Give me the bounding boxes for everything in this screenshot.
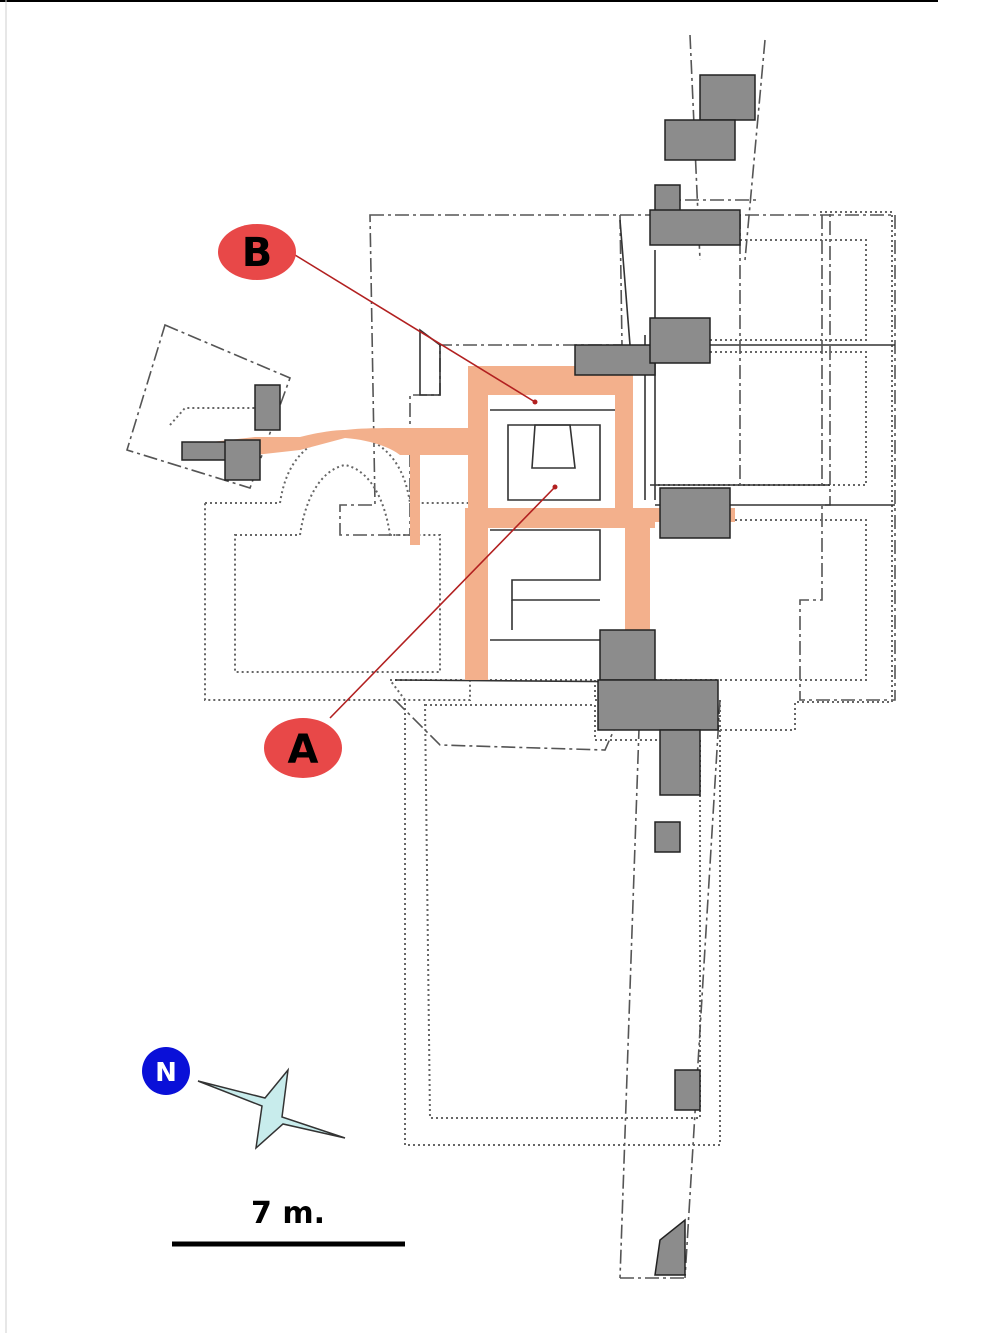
ruin-south-6: [654, 1218, 686, 1276]
east-dotted-perimeter: [720, 211, 893, 731]
ruin-south-5: [674, 1069, 701, 1111]
west-annex-outline: [126, 323, 292, 489]
ruin-central-2: [649, 317, 711, 364]
south-block-inner: [423, 704, 701, 1119]
apse-building-inner: [234, 463, 441, 673]
south-block-outer: [388, 679, 721, 1146]
ruin-central-1: [574, 344, 656, 376]
ruin-west-2: [254, 384, 281, 431]
ruin-south-1: [599, 629, 656, 681]
north-arrow: N: [142, 1047, 346, 1150]
callout-leaders: [294, 254, 558, 719]
scale-label: 7 m.: [251, 1196, 325, 1231]
leader-point-b: [532, 399, 538, 405]
west-buttress: [419, 328, 441, 396]
room-ne3-outline: [655, 519, 867, 681]
ruin-west-3: [224, 439, 261, 481]
west-annex-detail: [169, 407, 265, 426]
ruin-north-2: [664, 119, 736, 161]
north-badge: [142, 1047, 190, 1095]
highlight-wall-west-corridor: [185, 428, 475, 545]
callout-a-label: A: [288, 727, 319, 773]
callout-b-badge: [218, 224, 296, 280]
ruin-north-4: [649, 209, 741, 246]
compass-star-icon: [197, 1067, 346, 1150]
callout-b-label: B: [242, 230, 273, 276]
north-label: N: [155, 1058, 177, 1088]
apse-building-outer: [204, 430, 471, 701]
central-room-feature: [531, 424, 576, 469]
wall-line: [619, 219, 631, 346]
upper-west-block-outline: [339, 214, 623, 536]
ruin-south-2: [597, 679, 719, 731]
highlight-wall-north: [465, 366, 655, 680]
south-rooms-lines: [490, 529, 601, 601]
excavated-ruins: [181, 74, 756, 1276]
south-rooms-lines-2: [490, 600, 600, 641]
callout-b: B: [218, 224, 296, 280]
ruin-south-3: [659, 729, 701, 796]
ruin-north-1: [699, 74, 756, 121]
upper-east-block-outline: [620, 210, 896, 701]
scale-bar: 7 m.: [172, 1196, 405, 1247]
leader-line-b: [294, 254, 536, 403]
callout-a: A: [264, 718, 342, 778]
south-corridor-outline: [619, 699, 721, 1279]
ruin-south-4: [654, 821, 681, 853]
callout-a-badge: [264, 718, 342, 778]
room-ne2-outline: [655, 351, 867, 486]
leader-line-a: [329, 486, 556, 719]
room-ne1-outline: [655, 239, 867, 341]
ruin-east-1: [659, 487, 731, 539]
leader-point-a: [552, 484, 558, 490]
